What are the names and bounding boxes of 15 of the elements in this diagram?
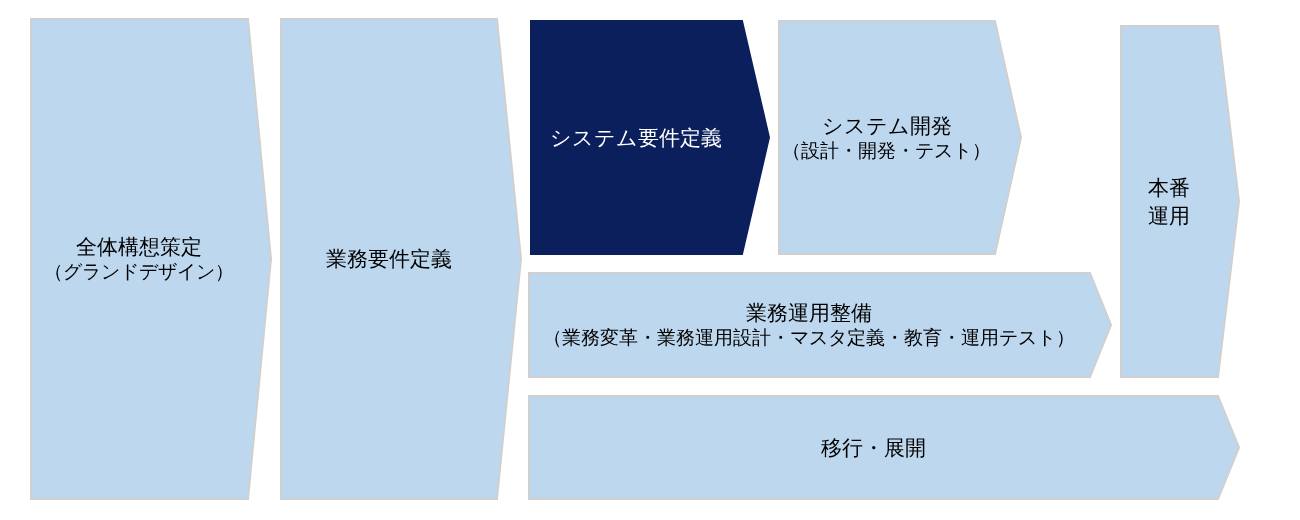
stage-title: 業務要件定義 [325,246,452,273]
stage-detail: （設計・開発・テスト） [782,138,991,163]
stage-title: 移行・展開 [820,434,926,461]
stage-title: 全体構想策定 [76,234,202,260]
arrow-shape [1120,25,1240,378]
stage-detail: （業務変革・業務運用設計・マスタ定義・教育・運用テスト） [543,326,1075,351]
arrow-shape [778,20,1022,255]
arrow-shape [280,18,522,500]
stage-title: 本番運用 [1147,175,1191,229]
stage-title: 業務運用整備 [746,300,872,326]
arrow-shape [530,20,770,255]
arrow-shape [30,18,272,500]
stage-title: システム開発 [821,112,952,139]
stage-title: システム要件定義 [550,124,722,151]
stage-detail: （グランドデザイン） [44,260,234,285]
